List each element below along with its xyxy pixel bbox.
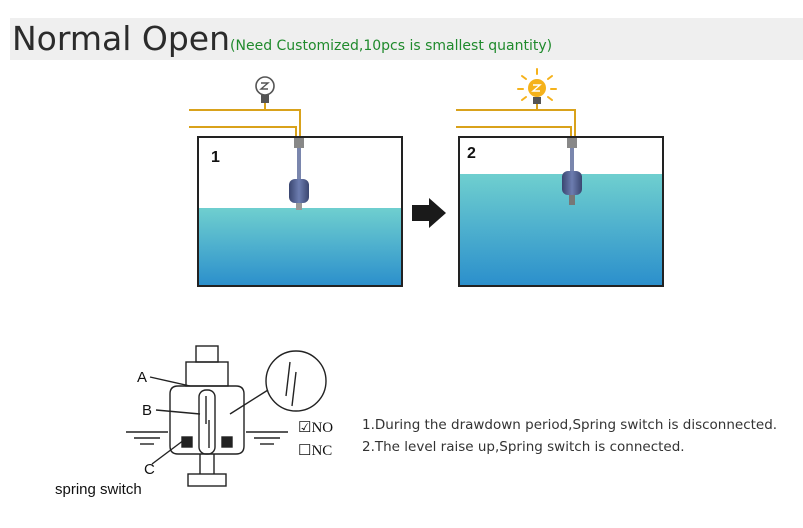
spring-switch-sketch — [126, 345, 327, 487]
description-line-1: 1.During the drawdown period,Spring swit… — [362, 417, 778, 433]
description-line-2: 2.The level raise up,Spring switch is co… — [362, 439, 685, 455]
panel-number-2: 2 — [467, 145, 476, 162]
panel-2: 2 — [456, 68, 664, 287]
description: 1.During the drawdown period,Spring swit… — [362, 414, 777, 458]
arrow-icon — [412, 198, 446, 228]
lamp-on-icon — [517, 68, 557, 104]
label-a: A — [137, 369, 147, 386]
label-b: B — [142, 402, 152, 419]
wire-1 — [189, 103, 301, 138]
page-subtitle: (Need Customized,10pcs is smallest quant… — [230, 38, 553, 54]
float-1 — [289, 138, 309, 210]
option-nc: ☐NC — [298, 443, 332, 459]
panel-1: 1 — [189, 76, 403, 287]
title-text: Normal Open — [12, 19, 231, 58]
title-bar: Normal Open(Need Customized,10pcs is sma… — [10, 18, 803, 60]
tank-1 — [197, 136, 403, 287]
lamp-off-icon — [255, 76, 275, 103]
tank-2-water — [459, 174, 663, 286]
option-no: ☑NO — [298, 420, 333, 436]
switch-caption: spring switch — [55, 481, 142, 498]
float-2 — [562, 138, 582, 205]
panel-number-1: 1 — [211, 149, 220, 166]
tank-1-water — [198, 208, 402, 286]
label-c: C — [144, 461, 155, 478]
tank-2 — [458, 136, 664, 287]
page-title: Normal Open(Need Customized,10pcs is sma… — [12, 20, 552, 65]
wire-2 — [456, 103, 576, 138]
